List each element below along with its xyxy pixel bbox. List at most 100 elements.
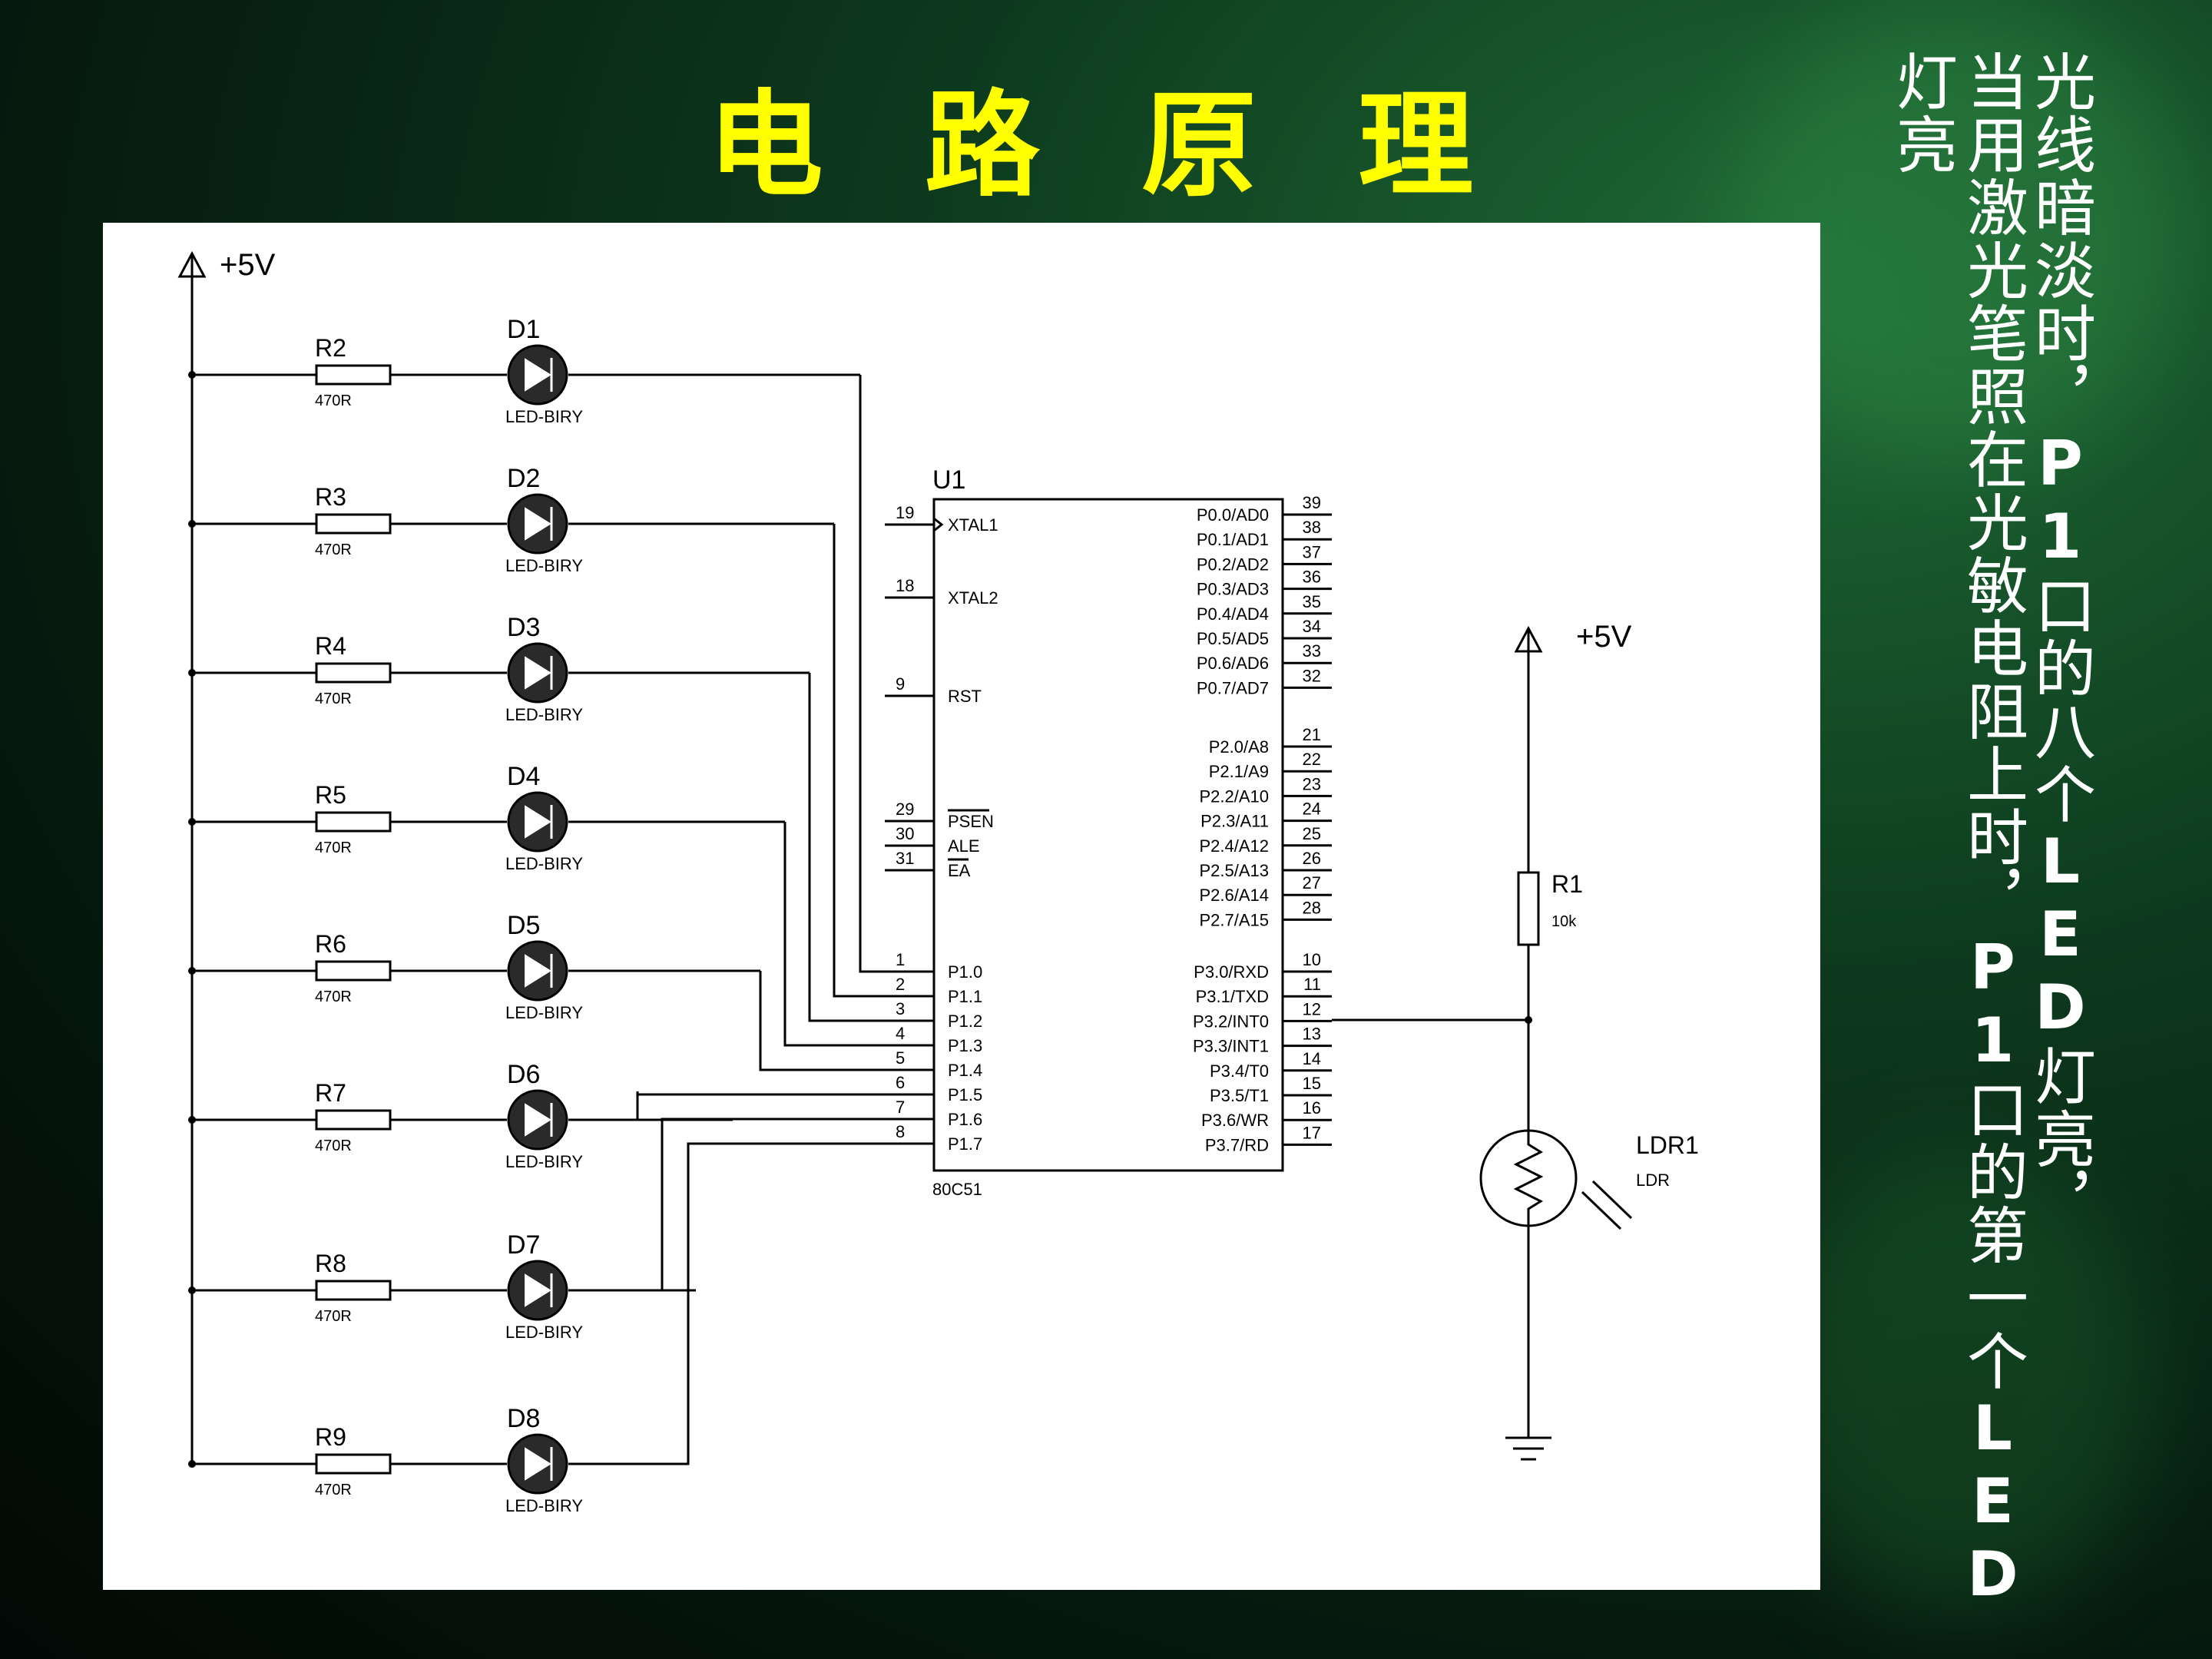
pin-number: 35	[1303, 592, 1321, 611]
resistor-value: 470R	[315, 690, 352, 707]
pin-number: 32	[1303, 666, 1321, 685]
p1-trace-3	[783, 822, 885, 1047]
pin-number: 6	[896, 1073, 905, 1092]
supply-label-right: +5V	[1576, 620, 1632, 654]
light-arrow	[1591, 1180, 1633, 1220]
mcu-ref: U1	[932, 465, 965, 495]
supply-label-left: +5V	[220, 248, 276, 282]
pin-number: 22	[1303, 750, 1321, 769]
led-ref: D2	[507, 464, 540, 493]
pin-name: P2.6/A14	[1199, 886, 1269, 905]
resistor-r7	[315, 1109, 392, 1131]
led-ref: D1	[507, 315, 540, 344]
pin-number: 14	[1303, 1049, 1321, 1068]
p1-trace-7	[568, 1142, 885, 1465]
led-type: LED-BIRY	[505, 854, 583, 873]
side-note-line-1: 光线暗淡时，P1口的八个LED灯亮，	[2025, 50, 2096, 1233]
pin-number: 17	[1303, 1123, 1321, 1142]
resistor-ref: R6	[315, 930, 346, 958]
pull-resistor-r1	[1517, 871, 1540, 946]
led-type: LED-BIRY	[505, 705, 583, 724]
led-type: LED-BIRY	[505, 1323, 583, 1342]
pull-resistor-value: 10k	[1551, 913, 1577, 930]
pin-number: 39	[1303, 493, 1321, 512]
mcu-body	[932, 498, 1284, 1172]
pin-number: 25	[1303, 824, 1321, 843]
pin-number: 18	[896, 576, 914, 595]
pin-name: P1.5	[948, 1085, 982, 1104]
pin-number: 2	[896, 975, 905, 994]
pin-number: 31	[896, 849, 914, 868]
ldr-ref: LDR1	[1636, 1131, 1699, 1159]
pin-name: P0.2/AD2	[1197, 555, 1269, 574]
pin-number: 13	[1303, 1025, 1321, 1044]
resistor-r4	[315, 662, 392, 684]
resistor-value: 470R	[315, 1482, 352, 1498]
led-triangle	[525, 1103, 551, 1137]
resistor-r8	[315, 1280, 392, 1301]
led-ref: D4	[507, 762, 540, 791]
pin-number: 21	[1303, 725, 1321, 744]
pin-name: P2.1/A9	[1209, 762, 1269, 781]
pin-number: 3	[896, 999, 905, 1018]
pin-number: 16	[1303, 1098, 1321, 1118]
pin-name: P2.0/A8	[1209, 737, 1269, 757]
wire	[568, 1091, 639, 1121]
led-ref: D7	[507, 1230, 540, 1260]
pin-name: P3.1/TXD	[1196, 987, 1269, 1006]
pin-name: P0.1/AD1	[1197, 530, 1269, 549]
p1-trace-0	[859, 375, 885, 973]
page-title: 电 路 原 理	[707, 79, 1505, 213]
led-triangle	[525, 507, 551, 541]
pin-name: P3.6/WR	[1201, 1111, 1269, 1130]
resistor-r2	[315, 364, 392, 386]
circuit-schematic: +5VU180C5119XTAL118XTAL29RST29PSEN30ALE3…	[177, 248, 1699, 1515]
pin-number: 23	[1303, 774, 1321, 793]
light-arrow	[1581, 1190, 1622, 1230]
pin-name: ALE	[948, 836, 980, 856]
led-triangle	[525, 358, 551, 392]
led-type: LED-BIRY	[505, 1496, 583, 1515]
pin-name: P3.2/INT0	[1193, 1012, 1269, 1031]
resistor-ref: R2	[315, 334, 346, 362]
pin-name: XTAL2	[948, 588, 998, 608]
p1-trace-1	[833, 524, 885, 998]
resistor-r3	[315, 513, 392, 535]
resistor-r9	[315, 1453, 392, 1475]
pin-name: P3.0/RXD	[1194, 962, 1269, 982]
pin-number: 33	[1303, 641, 1321, 661]
mcu-part: 80C51	[932, 1180, 982, 1199]
pin-number: 37	[1303, 542, 1321, 561]
p1-trace-6	[568, 1118, 885, 1292]
pin-name: P3.7/RD	[1205, 1135, 1269, 1154]
pin-name: RST	[948, 687, 982, 706]
pull-resistor-ref: R1	[1551, 870, 1583, 898]
clock-marker	[933, 517, 944, 532]
pin-name: P2.2/A10	[1199, 786, 1269, 806]
pin-number: 7	[896, 1098, 905, 1117]
pin-number: 38	[1303, 518, 1321, 537]
led-triangle	[525, 805, 551, 839]
pin-number: 28	[1303, 898, 1321, 917]
led-triangle	[525, 1273, 551, 1307]
pin-number: 30	[896, 824, 914, 843]
resistor-value: 470R	[315, 988, 352, 1005]
pin-name: P0.7/AD7	[1197, 678, 1269, 697]
led-type: LED-BIRY	[505, 1152, 583, 1171]
pin-number: 9	[896, 674, 905, 694]
resistor-value: 470R	[315, 839, 352, 856]
pin-name: P1.3	[948, 1036, 982, 1055]
pin-name: P0.0/AD0	[1197, 505, 1269, 525]
pin-number: 15	[1303, 1074, 1321, 1093]
pin-name: P3.4/T0	[1210, 1061, 1269, 1081]
pin-name: P0.4/AD4	[1197, 604, 1269, 624]
led-type: LED-BIRY	[505, 407, 583, 426]
resistor-value: 470R	[315, 1137, 352, 1154]
pin-name: P1.0	[948, 962, 982, 982]
background-glow	[1767, 1152, 2151, 1613]
led-triangle	[525, 656, 551, 690]
pin-number: 12	[1303, 999, 1321, 1018]
pin-name: EA	[948, 861, 971, 880]
ldr-zigzag	[1513, 1128, 1544, 1226]
